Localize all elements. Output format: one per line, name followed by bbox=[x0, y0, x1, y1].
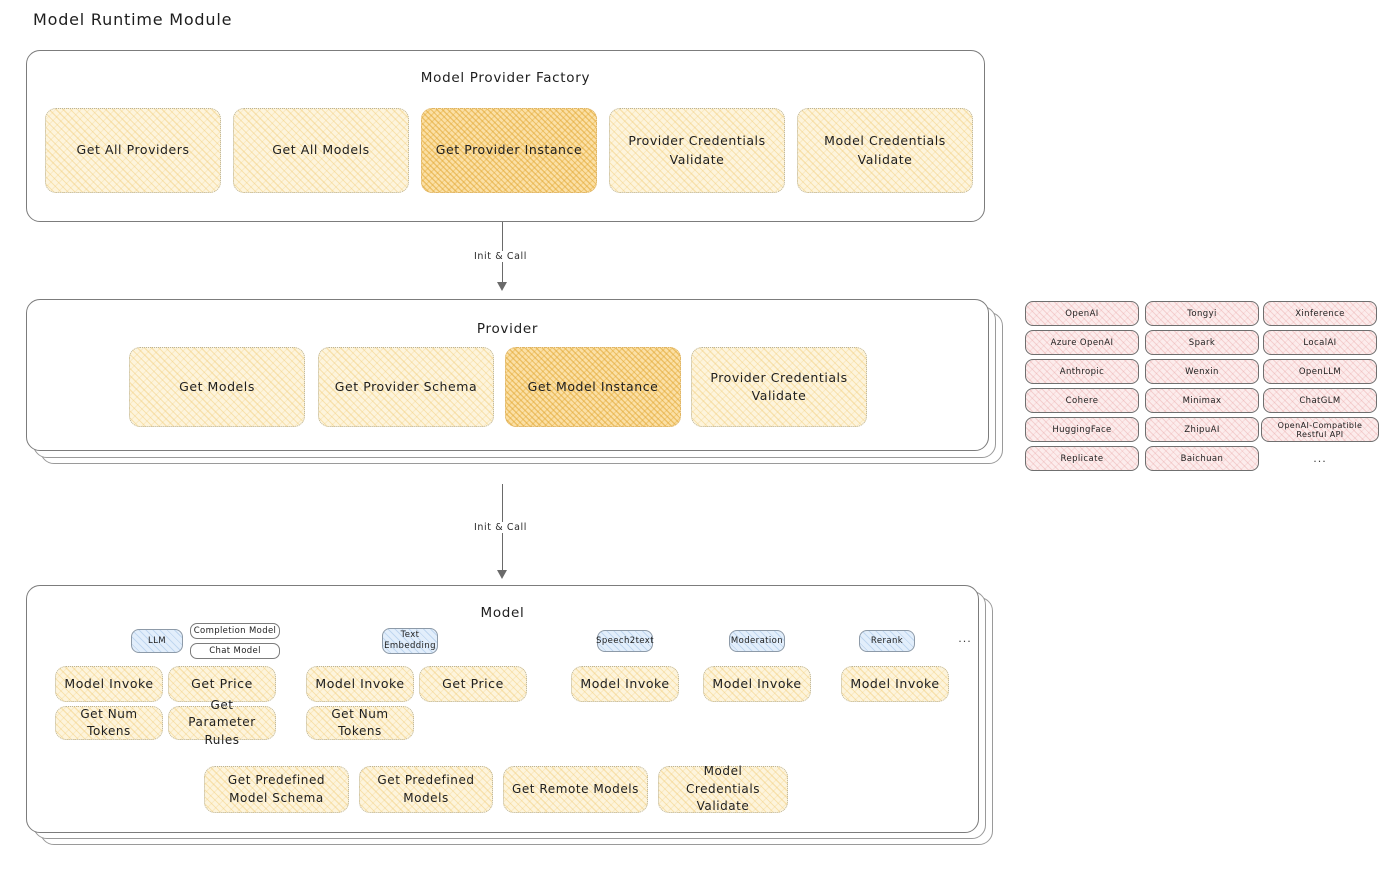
provider-pill-cohere[interactable]: Cohere bbox=[1025, 388, 1139, 413]
provider-pill-azure-openai[interactable]: Azure OpenAI bbox=[1025, 330, 1139, 355]
card-get-all-models[interactable]: Get All Models bbox=[233, 108, 409, 193]
card-rerank-model-invoke[interactable]: Model Invoke bbox=[841, 666, 949, 702]
provider-pill-openai-compatible-restful-api[interactable]: OpenAI-Compatible Restful API bbox=[1261, 417, 1379, 442]
model-type-pill-llm[interactable]: LLM bbox=[131, 629, 183, 653]
provider-pill-chatglm[interactable]: ChatGLM bbox=[1263, 388, 1377, 413]
card-llm-get-num-tokens[interactable]: Get Num Tokens bbox=[55, 706, 163, 740]
card-get-predefined-models[interactable]: Get Predefined Models bbox=[359, 766, 493, 813]
card-provider-credentials-validate-2[interactable]: Provider Credentials Validate bbox=[691, 347, 867, 427]
arrow-factory-to-provider-label: Init & Call bbox=[470, 251, 531, 262]
provider-list-ellipsis: ... bbox=[1313, 452, 1327, 465]
provider-pill-tongyi[interactable]: Tongyi bbox=[1145, 301, 1259, 326]
provider-pill-zhipuai[interactable]: ZhipuAI bbox=[1145, 417, 1259, 442]
card-embedding-model-invoke[interactable]: Model Invoke bbox=[306, 666, 414, 702]
provider-pill-localai[interactable]: LocalAI bbox=[1263, 330, 1377, 355]
card-get-provider-instance[interactable]: Get Provider Instance bbox=[421, 108, 597, 193]
provider-pill-openai[interactable]: OpenAI bbox=[1025, 301, 1139, 326]
model-subtype-pill-completion-model[interactable]: Completion Model bbox=[190, 623, 280, 639]
provider-pill-minimax[interactable]: Minimax bbox=[1145, 388, 1259, 413]
provider-pill-huggingface[interactable]: HuggingFace bbox=[1025, 417, 1139, 442]
card-get-predefined-model-schema[interactable]: Get Predefined Model Schema bbox=[204, 766, 349, 813]
model-type-pill-speech2text[interactable]: Speech2text bbox=[596, 630, 654, 652]
provider-pill-anthropic[interactable]: Anthropic bbox=[1025, 359, 1139, 384]
provider-pill-wenxin[interactable]: Wenxin bbox=[1145, 359, 1259, 384]
model-provider-factory-container: Model Provider Factory Get All Providers… bbox=[26, 50, 985, 222]
provider-pill-baichuan[interactable]: Baichuan bbox=[1145, 446, 1259, 471]
model-container: Model LLM Completion Model Chat Model Mo… bbox=[26, 585, 979, 833]
card-get-remote-models[interactable]: Get Remote Models bbox=[503, 766, 648, 813]
provider-container: Provider Get Models Get Provider Schema … bbox=[26, 299, 989, 451]
provider-pill-replicate[interactable]: Replicate bbox=[1025, 446, 1139, 471]
card-model-credentials-validate-3[interactable]: Model Credentials Validate bbox=[658, 764, 788, 813]
provider-pill-openllm[interactable]: OpenLLM bbox=[1263, 359, 1377, 384]
card-get-provider-schema[interactable]: Get Provider Schema bbox=[318, 347, 494, 427]
card-provider-credentials-validate[interactable]: Provider Credentials Validate bbox=[609, 108, 785, 193]
model-type-pill-rerank[interactable]: Rerank bbox=[859, 630, 915, 652]
card-speech2text-model-invoke[interactable]: Model Invoke bbox=[571, 666, 679, 702]
card-embedding-get-price[interactable]: Get Price bbox=[419, 666, 527, 702]
model-type-pill-moderation[interactable]: Moderation bbox=[729, 630, 785, 652]
provider-pill-spark[interactable]: Spark bbox=[1145, 330, 1259, 355]
page-title: Model Runtime Module bbox=[33, 10, 233, 29]
card-llm-model-invoke[interactable]: Model Invoke bbox=[55, 666, 163, 702]
card-embedding-get-num-tokens[interactable]: Get Num Tokens bbox=[306, 706, 414, 740]
model-types-ellipsis: ... bbox=[958, 632, 972, 645]
card-moderation-model-invoke[interactable]: Model Invoke bbox=[703, 666, 811, 702]
model-title: Model bbox=[480, 605, 525, 621]
card-get-model-instance[interactable]: Get Model Instance bbox=[505, 347, 681, 427]
arrow-provider-to-model-head bbox=[497, 570, 507, 579]
card-get-all-providers[interactable]: Get All Providers bbox=[45, 108, 221, 193]
provider-pill-xinference[interactable]: Xinference bbox=[1263, 301, 1377, 326]
provider-title: Provider bbox=[476, 321, 539, 337]
card-get-models[interactable]: Get Models bbox=[129, 347, 305, 427]
card-llm-get-parameter-rules[interactable]: Get Parameter Rules bbox=[168, 698, 276, 747]
card-model-credentials-validate[interactable]: Model Credentials Validate bbox=[797, 108, 973, 193]
arrow-provider-to-model-label: Init & Call bbox=[470, 522, 531, 533]
model-subtype-pill-chat-model[interactable]: Chat Model bbox=[190, 643, 280, 659]
model-type-pill-text-embedding[interactable]: Text Embedding bbox=[382, 628, 438, 654]
arrow-factory-to-provider-head bbox=[497, 282, 507, 291]
model-provider-factory-title: Model Provider Factory bbox=[420, 70, 591, 86]
card-llm-get-price[interactable]: Get Price bbox=[168, 666, 276, 702]
